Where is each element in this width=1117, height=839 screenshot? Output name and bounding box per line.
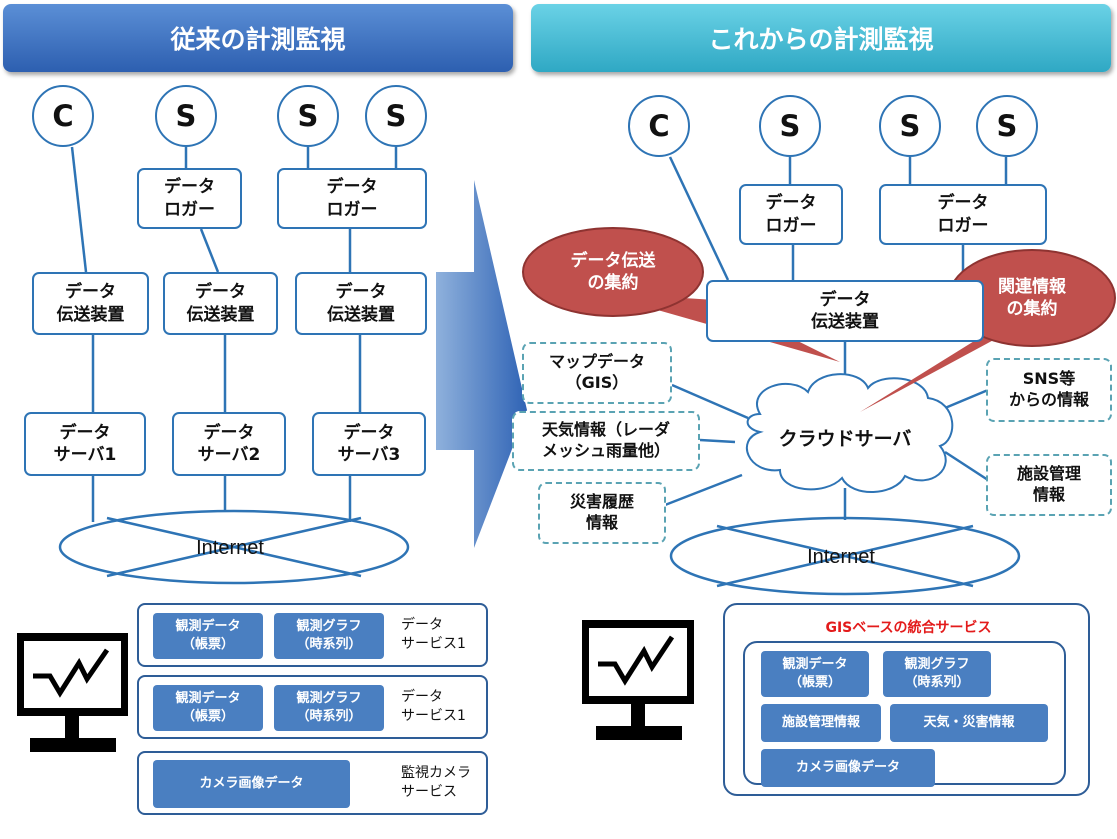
service-inner-panel: 観測データ （帳票） 観測グラフ （時系列） 施設管理情報 天気・災害情報 カメ…	[743, 641, 1066, 787]
data-transmitter: データ 伝送装置	[32, 272, 149, 335]
header-future: これからの計測監視	[531, 4, 1111, 72]
callout-info-aggregation: 関連情報 の集約	[998, 276, 1066, 319]
monitor-icon	[17, 633, 128, 752]
gis-integrated-service-panel: GISベースの統合サービス 観測データ （帳票） 観測グラフ （時系列） 施設管…	[723, 603, 1090, 796]
sensor-node-s: S	[879, 95, 941, 157]
sensor-node-s: S	[976, 95, 1038, 157]
service-title: GISベースの統合サービス	[825, 620, 992, 636]
data-logger: データ ロガー	[879, 184, 1047, 245]
data-logger: データ ロガー	[277, 168, 427, 229]
source-map-data: マップデータ （GIS）	[522, 342, 672, 404]
facility-info-button[interactable]: 施設管理情報	[761, 704, 881, 742]
sensor-node-s: S	[365, 85, 427, 147]
sensor-node-s: S	[155, 85, 217, 147]
camera-image-button[interactable]: カメラ画像データ	[153, 760, 350, 808]
header-title: これからの計測監視	[708, 25, 934, 54]
data-transmitter: データ 伝送装置	[163, 272, 278, 335]
monitor-icon	[582, 620, 694, 740]
data-server: データ サーバ1	[24, 412, 146, 476]
data-transmitter: データ 伝送装置	[706, 280, 984, 342]
observation-data-button[interactable]: 観測データ （帳票）	[761, 651, 869, 697]
data-logger: データ ロガー	[739, 184, 843, 245]
callout-transmission-aggregation: データ伝送 の集約	[570, 250, 656, 293]
service-label: データ サービス1	[401, 689, 466, 724]
data-logger: データ ロガー	[137, 168, 242, 229]
observation-graph-button[interactable]: 観測グラフ （時系列）	[883, 651, 991, 697]
service-label: 監視カメラ サービス	[401, 765, 471, 800]
observation-graph-button[interactable]: 観測グラフ （時系列）	[274, 685, 384, 731]
sensor-node-s: S	[277, 85, 339, 147]
observation-graph-button[interactable]: 観測グラフ （時系列）	[274, 613, 384, 659]
data-server: データ サーバ3	[312, 412, 426, 476]
data-server: データ サーバ2	[172, 412, 286, 476]
data-transmitter: データ 伝送装置	[295, 272, 427, 335]
source-weather: 天気情報（レーダ メッシュ雨量他）	[512, 411, 700, 471]
camera-image-button[interactable]: カメラ画像データ	[761, 749, 935, 787]
camera-service-panel: カメラ画像データ 監視カメラ サービス	[137, 751, 488, 815]
data-service-panel: 観測データ （帳票） 観測グラフ （時系列） データ サービス1	[137, 603, 488, 667]
observation-data-button[interactable]: 観測データ （帳票）	[153, 685, 263, 731]
source-facility: 施設管理 情報	[986, 454, 1112, 516]
sensor-node-s: S	[759, 95, 821, 157]
header-title: 従来の計測監視	[170, 25, 346, 54]
internet-label: Internet	[807, 545, 875, 568]
weather-disaster-button[interactable]: 天気・災害情報	[890, 704, 1048, 742]
data-service-panel: 観測データ （帳票） 観測グラフ （時系列） データ サービス1	[137, 675, 488, 739]
observation-data-button[interactable]: 観測データ （帳票）	[153, 613, 263, 659]
internet-label: Internet	[196, 536, 264, 559]
sensor-node-c: C	[32, 85, 94, 147]
header-conventional: 従来の計測監視	[3, 4, 513, 72]
cloud-server-label: クラウドサーバ	[778, 427, 912, 450]
sensor-node-c: C	[628, 95, 690, 157]
source-sns: SNS等 からの情報	[986, 358, 1112, 422]
service-label: データ サービス1	[401, 617, 466, 652]
source-disaster-history: 災害履歴 情報	[538, 482, 666, 544]
